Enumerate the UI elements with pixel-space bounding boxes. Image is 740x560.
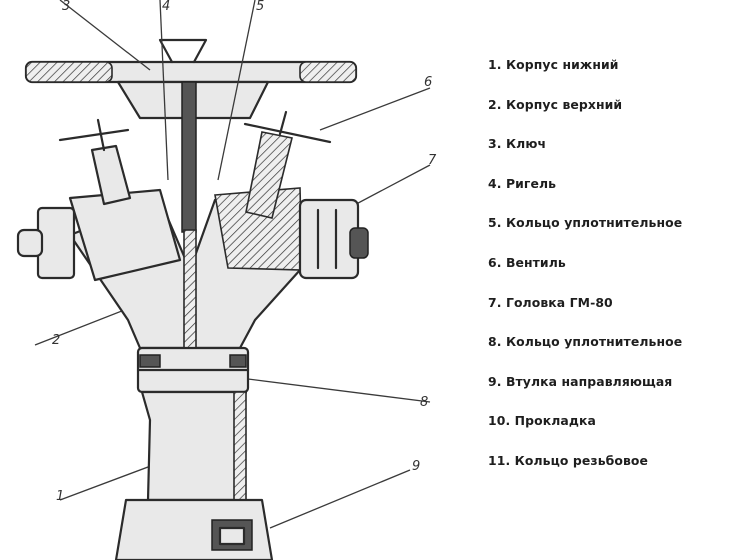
legend-item: 11. Кольцо резьбовое <box>488 452 649 468</box>
callout-9: 9 <box>412 459 420 474</box>
legend-item: 1. Корпус нижний <box>488 57 619 72</box>
legend-item: 10. Прокладка <box>488 413 596 429</box>
callout-8: 8 <box>420 395 428 410</box>
lower-body <box>114 390 274 560</box>
callout-2: 2 <box>52 333 60 348</box>
callout-6: 6 <box>424 75 432 90</box>
legend-item: 7. Головка ГМ-80 <box>488 294 613 310</box>
callout-labels: 3 4 5 6 7 2 8 1 9 <box>52 0 437 504</box>
legend-item: 4. Ригель <box>488 175 557 191</box>
callout-1: 1 <box>56 489 64 504</box>
callout-4: 4 <box>162 0 170 14</box>
legend-item: 2. Корпус верхний <box>488 96 623 112</box>
legend-item: 3. Ключ <box>488 136 547 152</box>
legend-item: 9. Втулка направляющая <box>488 373 673 389</box>
callout-5: 5 <box>256 0 264 14</box>
legend-item: 5. Кольцо уплотнительное <box>488 215 683 231</box>
hydrant-column-drawing: 3 4 5 6 7 2 8 1 9 <box>16 0 437 560</box>
coupling-ring <box>136 346 250 394</box>
callout-3: 3 <box>62 0 70 14</box>
key-handle <box>24 38 358 233</box>
parts-legend: 1. Корпус нижний 2. Корпус верхний 3. Кл… <box>488 50 736 486</box>
callout-7: 7 <box>428 153 437 168</box>
legend-item: 8. Кольцо уплотнительное <box>488 334 683 350</box>
legend-item: 6. Вентиль <box>488 254 566 270</box>
